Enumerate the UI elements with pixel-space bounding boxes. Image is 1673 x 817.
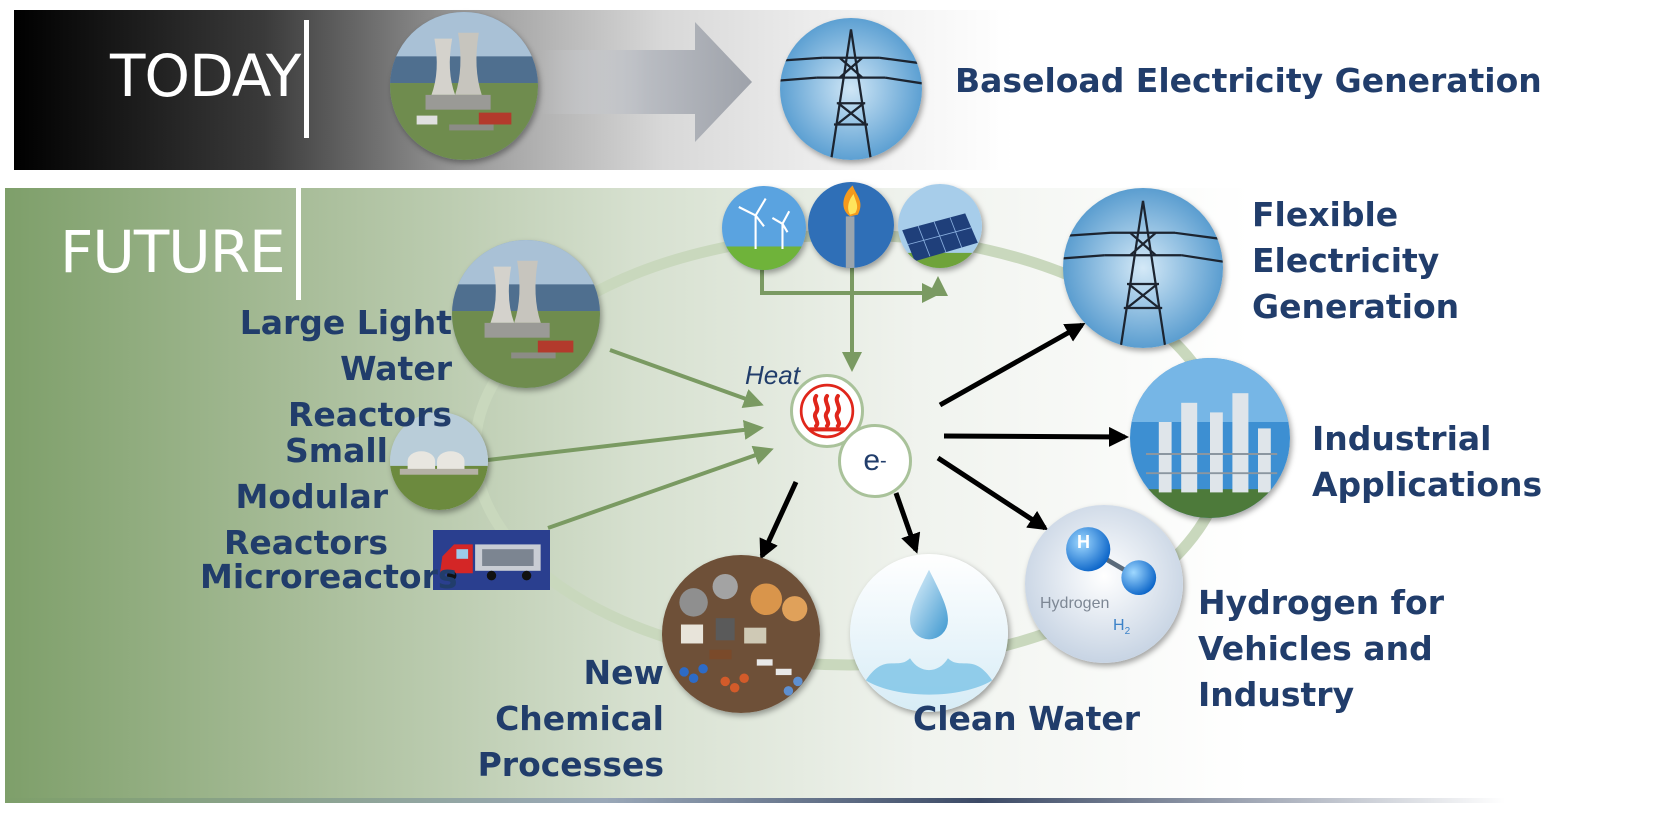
industrial-refinery-image [1130,358,1290,518]
today-output-label: Baseload Electricity Generation [955,61,1542,100]
hydrogen-atom-letter: H [1077,532,1090,552]
smr-image [390,412,488,510]
flexible-electricity-pylon-image [1063,188,1223,348]
electron-superscript: - [880,449,887,472]
electricity-icon-circle: e- [838,424,912,498]
wind-turbines-image [722,186,806,270]
power-pylon-today-image [780,18,922,160]
clean-water-image [850,554,1008,712]
label-hydrogen: Hydrogen for Vehicles and Industry [1198,583,1444,714]
hydrogen-image: H Hydrogen H2 [1025,505,1183,663]
label-smr: Small Modular Reactors [224,431,388,562]
label-flexible-electricity: Flexible Electricity Generation [1252,195,1460,326]
today-heading: TODAY [110,42,301,110]
future-divider [296,185,301,300]
microreactor-truck-image [433,530,550,590]
heat-waves-icon [799,383,855,439]
label-clean-water: Clean Water [913,699,1141,738]
hydrogen-symbol: H2 [1113,617,1131,638]
nuclear-plant-today-image [390,12,538,160]
today-divider [304,20,309,138]
gas-flare-image [808,182,894,268]
label-microreactors: Microreactors [200,557,458,596]
chemical-catalysts-image [662,555,820,713]
heat-label: Heat [745,360,800,390]
hydrogen-word: Hydrogen [1040,595,1110,612]
solar-panels-image [898,184,982,268]
future-heading: FUTURE [60,218,286,286]
bottom-rule [5,798,1505,803]
label-large-lwr: Large Light Water Reactors [239,303,452,434]
label-new-chemical: New Chemical Processes [477,653,664,784]
label-industrial-applications: Industrial Applications [1312,419,1543,504]
large-lwr-image [452,240,600,388]
electron-symbol: e [863,444,880,477]
